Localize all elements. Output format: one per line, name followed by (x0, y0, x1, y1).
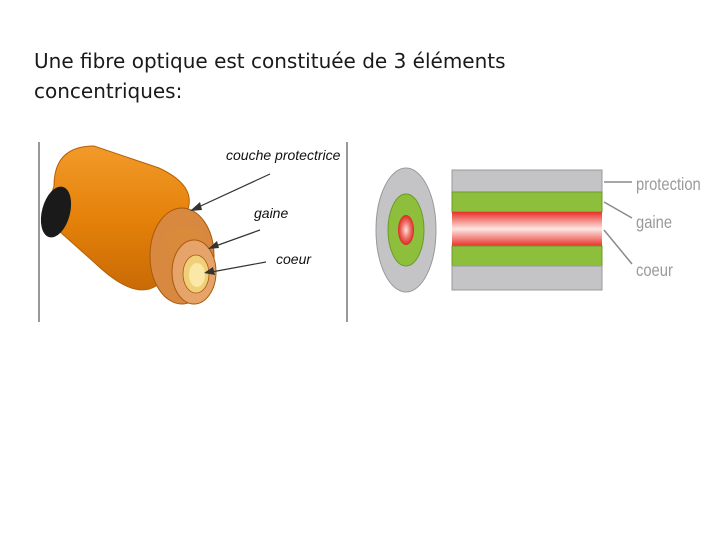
arrow-head-couche (190, 202, 202, 211)
label-coeur-right: coeur (636, 261, 673, 281)
label-gaine-right: gaine (636, 213, 672, 233)
core-center (189, 263, 205, 287)
band-coeur (452, 212, 602, 246)
band-protection-bottom (451, 265, 603, 291)
band-protection-top (451, 169, 603, 193)
label-gaine-left: gaine (254, 205, 288, 221)
label-coeur-left: coeur (276, 251, 312, 267)
arrow-coeur (205, 261, 267, 274)
fiber-cross-section-illustration: protection gaine coeur (375, 167, 700, 293)
arrow-head-gaine (208, 241, 219, 249)
pointer-gaine (603, 201, 633, 219)
cross-section-coeur (398, 215, 414, 245)
band-gaine-top (451, 191, 603, 213)
jacket-back-opening (40, 186, 72, 238)
slide-text: Une fibre optique est constituée de 3 él… (34, 46, 654, 106)
label-couche-protectrice: couche protectrice (226, 147, 341, 163)
fiber-cable-illustration: couche protectrice gaine coeur (38, 142, 348, 322)
text-line-1: Une fibre optique est constituée de 3 él… (34, 49, 506, 73)
band-gaine-bottom (451, 245, 603, 267)
arrow-couche-protectrice (191, 173, 271, 211)
arrow-head-coeur (204, 267, 215, 275)
label-protection-right: protection (636, 175, 700, 195)
text-line-2: concentriques: (34, 79, 183, 103)
arrow-gaine (209, 229, 261, 249)
pointer-coeur (603, 229, 633, 265)
